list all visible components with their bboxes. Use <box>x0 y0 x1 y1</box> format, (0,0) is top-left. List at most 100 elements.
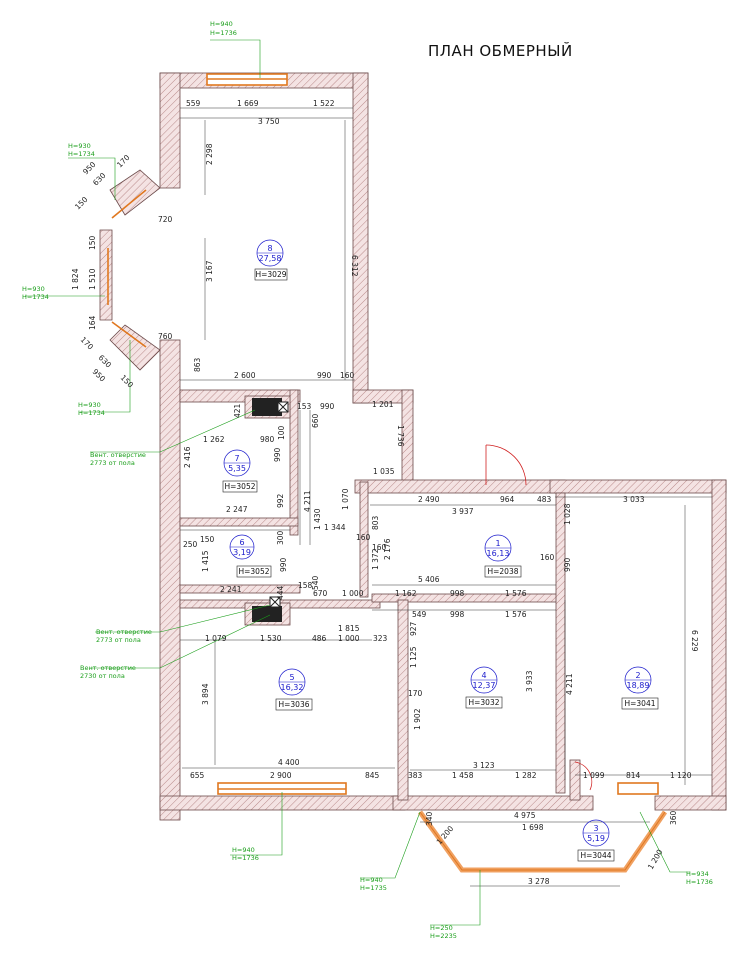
dim-170c: 170 <box>408 689 423 698</box>
note-bay-top-1: H=930 <box>68 142 91 150</box>
dim-2600: 2 600 <box>234 371 256 380</box>
room-2-height: H=3041 <box>624 699 655 708</box>
room-6-height: H=3052 <box>238 567 269 576</box>
room-4-area: 12,37 <box>473 681 496 690</box>
dim-1000a: 1 000 <box>342 589 364 598</box>
dim-1458: 1 458 <box>452 771 474 780</box>
dim-150b: 150 <box>88 235 97 250</box>
dim-720: 720 <box>158 215 173 224</box>
windows <box>107 73 668 873</box>
plan-title: ПЛАН ОБМЕРНЫЙ <box>428 42 573 60</box>
dim-1028: 1 028 <box>563 503 572 525</box>
dim-980: 980 <box>260 435 275 444</box>
room-5-number: 5 <box>289 673 294 682</box>
room-6-number: 6 <box>239 538 244 547</box>
room-7-number: 7 <box>234 454 239 463</box>
dim-1669: 1 669 <box>237 99 259 108</box>
doors <box>485 444 593 791</box>
dim-1736v: 1 736 <box>396 425 405 447</box>
room-1-label: 1 16,13 H=2038 <box>484 534 522 578</box>
dim-1099: 1 099 <box>583 771 605 780</box>
dim-486: 486 <box>312 634 327 643</box>
dim-863: 863 <box>193 357 202 372</box>
dim-760: 760 <box>158 332 173 341</box>
dim-1372: 1 372 <box>371 548 380 570</box>
dim-998b: 998 <box>450 610 465 619</box>
dim-1510: 1 510 <box>88 268 97 290</box>
dim-2298: 2 298 <box>205 143 214 165</box>
dim-1815: 1 815 <box>338 624 360 633</box>
dim-1162: 1 162 <box>395 589 417 598</box>
dim-4211a: 4 211 <box>303 490 312 512</box>
room-6-label: 6 3,19 H=3052 <box>229 534 272 578</box>
dim-2176: 2 176 <box>383 538 392 560</box>
dim-990c: 990 <box>273 447 282 462</box>
room-4-height: H=3032 <box>468 698 499 707</box>
room-1-number: 1 <box>495 539 500 548</box>
dim-803: 803 <box>371 515 380 530</box>
dim-990d: 990 <box>563 557 572 572</box>
room-8-number: 8 <box>267 244 272 253</box>
room-1-area: 16,13 <box>487 549 510 558</box>
room-8-label: 8 27,58 H=3029 <box>254 239 288 281</box>
dim-170b: 170 <box>79 335 96 352</box>
note-win-top-2: H=1736 <box>210 29 237 37</box>
dim-160a: 160 <box>340 371 355 380</box>
dim-1000b: 1 000 <box>338 634 360 643</box>
dim-4975: 4 975 <box>514 811 536 820</box>
note-bay-bot-1: H=930 <box>78 401 101 409</box>
dim-3278: 3 278 <box>528 877 550 886</box>
room-3-number: 3 <box>593 824 598 833</box>
dim-1522: 1 522 <box>313 99 335 108</box>
note-bay-mid-1: H=930 <box>22 285 45 293</box>
dim-2416: 2 416 <box>183 446 192 468</box>
dim-540: 540 <box>311 575 320 590</box>
note-vent3-2: 2730 от пола <box>80 672 125 680</box>
dim-323: 323 <box>373 634 388 643</box>
dim-814: 814 <box>626 771 641 780</box>
room-1-height: H=2038 <box>487 567 518 576</box>
dim-950a: 950 <box>81 160 98 177</box>
dim-160b: 160 <box>356 533 371 542</box>
room-6-area: 3,19 <box>233 548 251 557</box>
dim-3937: 3 937 <box>452 507 474 516</box>
room-2-area: 18,89 <box>627 681 650 690</box>
note-bay-bc-2: H=2235 <box>430 932 457 940</box>
dim-1201: 1 201 <box>372 400 394 409</box>
room-2-label: 2 18,89 H=3041 <box>621 666 659 710</box>
dim-845: 845 <box>365 771 380 780</box>
dim-630b: 630 <box>97 353 114 370</box>
dim-1262: 1 262 <box>203 435 225 444</box>
note-win-top-1: H=940 <box>210 20 233 28</box>
note-win-bl-1: H=940 <box>232 846 255 854</box>
dim-1530: 1 530 <box>260 634 282 643</box>
leaders <box>25 39 690 926</box>
dim-170a: 170 <box>115 153 132 170</box>
dim-1035: 1 035 <box>373 467 395 476</box>
dim-1125: 1 125 <box>409 646 418 668</box>
dim-2247: 2 247 <box>226 505 248 514</box>
dim-160d: 160 <box>372 543 387 552</box>
dim-1698: 1 698 <box>522 823 544 832</box>
dim-964: 964 <box>500 495 515 504</box>
dim-1344: 1 344 <box>324 523 346 532</box>
dim-670: 670 <box>313 589 328 598</box>
note-bay-bl-1: H=940 <box>360 876 383 884</box>
dim-1200b: 1 200 <box>646 848 665 871</box>
dim-160c: 160 <box>540 553 555 562</box>
dim-4211b: 4 211 <box>565 673 574 695</box>
dim-990a: 990 <box>317 371 332 380</box>
note-bay-bot-2: H=1734 <box>78 409 105 417</box>
dim-1120: 1 120 <box>670 771 692 780</box>
dim-150c: 150 <box>119 373 136 390</box>
dim-1415: 1 415 <box>201 550 210 572</box>
dim-300: 300 <box>276 530 285 545</box>
note-bay-mid-2: H=1734 <box>22 293 49 301</box>
dim-1282: 1 282 <box>515 771 537 780</box>
dim-992: 992 <box>276 493 285 508</box>
dim-998a: 998 <box>450 589 465 598</box>
dim-3933: 3 933 <box>525 670 534 692</box>
dim-421: 421 <box>233 403 242 418</box>
room-5-label: 5 16,32 H=3036 <box>275 668 313 711</box>
